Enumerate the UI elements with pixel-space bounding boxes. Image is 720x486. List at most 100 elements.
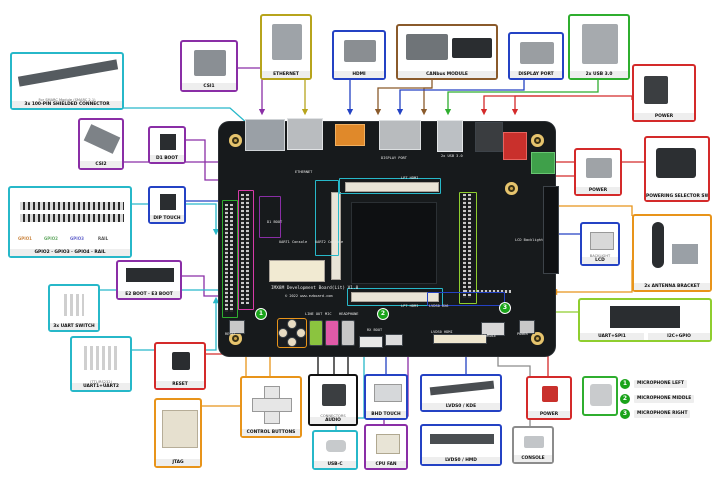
console-image xyxy=(524,436,544,448)
dip-image xyxy=(160,194,176,210)
smarc-socket xyxy=(331,192,341,280)
callout-power-top: POWER xyxy=(632,64,696,122)
canbus-image xyxy=(406,34,448,60)
expansion-header xyxy=(465,290,511,293)
control-button[interactable] xyxy=(287,319,297,329)
line-power-top xyxy=(480,95,633,116)
boot-highlight xyxy=(259,196,281,238)
silk-lvds-6x: LVDS0 6X6 xyxy=(429,304,449,308)
silk-lcd-backlight: LCD Backlight xyxy=(515,238,544,242)
mounting-hole xyxy=(229,134,242,147)
ethernet-image xyxy=(272,24,302,60)
callout-gpio-headers: GPIO1 GPIO2 GPIO3 RAIL GPIO2 · GPIO3 · G… xyxy=(8,186,132,258)
callout-uart-spi: UART+SPI1 I2C+GPIO xyxy=(578,298,712,342)
board-title: IMX8M Development Board(Lit) V1.0 xyxy=(271,286,359,291)
terminal-image xyxy=(586,158,612,178)
silk-reset: RESET xyxy=(225,332,236,336)
smarc-module-area xyxy=(351,202,437,284)
silk-lpt-hdmi: LPT HDMI xyxy=(401,176,419,180)
callout-antenna: 2x ANTENNA BRACKET xyxy=(632,214,712,292)
silk-lpt-hdmi: LPT HDMI xyxy=(401,304,419,308)
lvds-highlight xyxy=(427,292,505,306)
usbc-image xyxy=(326,440,346,452)
gpio-header xyxy=(241,194,244,304)
lvds-connector xyxy=(433,334,487,344)
line-canbus-a xyxy=(374,78,433,116)
csi-connector xyxy=(245,119,285,151)
fan-image xyxy=(376,434,400,454)
legend-item: 1 MICROPHONE LEFT xyxy=(619,377,687,390)
callout-lvds-hmd: LVDS0 / HMD xyxy=(420,424,502,466)
switch-image xyxy=(656,148,696,178)
control-button[interactable] xyxy=(296,328,306,338)
barrel-image xyxy=(644,76,668,104)
line-canbus-b xyxy=(420,87,432,116)
gpio-highlight xyxy=(238,190,254,310)
switch-image xyxy=(160,134,176,150)
silk-line-out: LINE OUT xyxy=(305,312,323,316)
usb-c-port xyxy=(385,334,403,346)
callout-d1-boot: D1 BOOT xyxy=(148,126,186,164)
power-button-image xyxy=(542,386,558,402)
callout-usb3: 2x USB 3.0 xyxy=(568,14,630,80)
mounting-hole xyxy=(505,182,518,195)
callout-csi2: CSI2 xyxy=(78,118,124,170)
silk-rx-boot: RX BOOT xyxy=(367,328,383,332)
hdmi-image xyxy=(344,40,376,62)
callout-dip-touch: DIP TOUCH xyxy=(148,186,186,224)
board-url: © 2022 www.ezboard.com xyxy=(285,294,333,298)
callout-control-buttons: CONTROL BUTTONS xyxy=(240,376,302,438)
control-button[interactable] xyxy=(278,328,288,338)
callout-csi1: CSI1 xyxy=(180,40,238,92)
bhd-touch-connector xyxy=(359,336,383,348)
callout-uart-switch: 3x UART SWITCH xyxy=(48,284,100,332)
mic-marker-2: 2 xyxy=(377,308,389,320)
antenna-edge xyxy=(543,186,559,274)
csi2-image xyxy=(83,124,121,154)
headphone-jack xyxy=(341,320,355,346)
audio-image xyxy=(322,384,346,406)
uart-spi-image xyxy=(610,306,680,328)
mounting-hole xyxy=(229,332,242,345)
power-terminal xyxy=(531,152,555,174)
callout-jtag: JTAG xyxy=(154,398,202,468)
smarc-socket xyxy=(351,292,439,302)
callout-canbus: CANbus MODULE xyxy=(396,24,498,80)
mic-marker-1: 1 xyxy=(255,308,267,320)
reset-button[interactable] xyxy=(229,320,245,334)
line-usb xyxy=(444,78,599,116)
hdmi-port xyxy=(335,124,365,146)
callout-audio: CONNECTORS AUDIO xyxy=(308,374,358,426)
control-button[interactable] xyxy=(287,337,297,347)
line-csi1 xyxy=(238,67,266,116)
callout-cpu-fan: CPU FAN xyxy=(364,424,408,470)
callout-shielded-connector: For SMARC Module (SMARC 2.1) 3x 100-PIN … xyxy=(10,52,124,110)
silk-uart2: UART2 Console xyxy=(315,240,344,244)
lvds-image xyxy=(429,380,495,396)
line-out-jack xyxy=(309,320,323,346)
line-dp xyxy=(396,78,525,116)
silk-power: POWER xyxy=(517,332,528,336)
jtag-image xyxy=(162,410,198,448)
silk-display-port: DISPLAY PORT xyxy=(381,156,407,160)
development-board: ETHERNET DISPLAY PORT LPT HDMI LPT HDMI … xyxy=(219,118,559,356)
callout-lcd: BACKLIGHT LCD xyxy=(580,222,620,266)
silk-usb: 2x USB 3.0 xyxy=(441,154,463,158)
header-image xyxy=(20,214,124,222)
callout-usb-c: USB-C xyxy=(312,430,358,470)
silk-mic: MIC xyxy=(325,312,332,316)
callout-reset: RESET xyxy=(154,342,206,390)
lvds-image xyxy=(430,434,494,444)
usb-image xyxy=(582,24,618,64)
bracket-image xyxy=(672,244,698,264)
callout-bhd-touch: BHD TOUCH xyxy=(364,374,408,420)
bhd-image xyxy=(374,384,402,402)
reset-image xyxy=(172,352,190,370)
csi-image xyxy=(194,50,226,76)
callout-microphone xyxy=(582,376,618,416)
display-port-jack xyxy=(379,120,421,150)
antenna-image xyxy=(652,222,664,268)
mic-marker-3: 3 xyxy=(499,302,511,314)
gpio-part-1: GPIO1 xyxy=(18,236,32,241)
power-button[interactable] xyxy=(519,320,535,334)
